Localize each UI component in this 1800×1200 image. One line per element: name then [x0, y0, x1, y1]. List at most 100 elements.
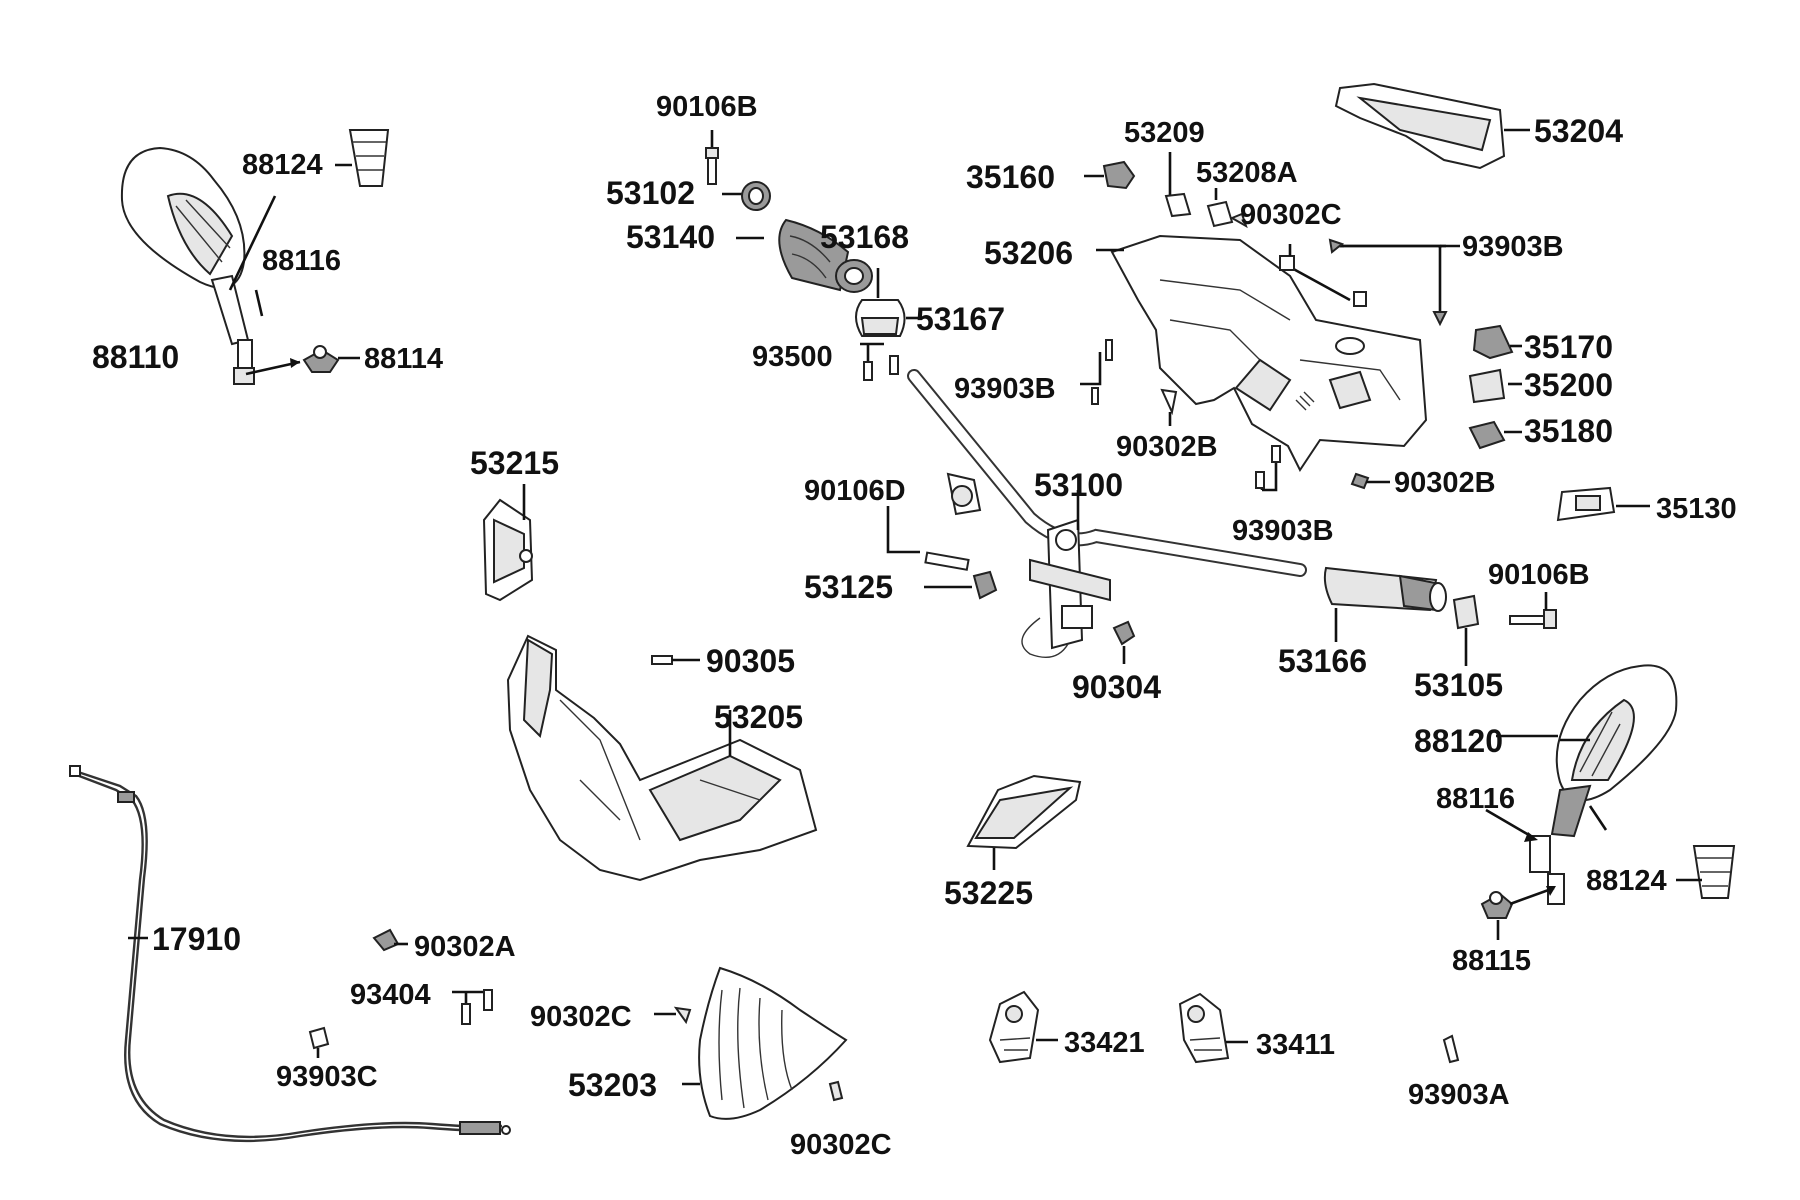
part-53203-windscreen	[682, 966, 848, 1120]
label-93903B-top: 93903B	[1462, 231, 1564, 263]
part-93903C-screw	[308, 1026, 330, 1058]
part-53225-panel	[966, 774, 1082, 870]
label-90302B-mid: 90302B	[1116, 431, 1218, 463]
label-53204: 53204	[1534, 113, 1623, 149]
label-90106B-right: 90106B	[1488, 559, 1590, 591]
label-88116-left: 88116	[262, 245, 341, 277]
part-88124-top-left	[335, 129, 390, 187]
label-90304: 90304	[1072, 669, 1161, 705]
label-90305: 90305	[706, 643, 795, 679]
label-53105: 53105	[1414, 667, 1503, 703]
part-35160-switch	[1084, 160, 1136, 190]
part-93903B-screws-left	[1080, 339, 1113, 405]
part-35170-switch	[1472, 324, 1522, 360]
label-53166: 53166	[1278, 643, 1367, 679]
part-90305-screw	[651, 655, 700, 665]
part-93500-screws	[860, 342, 899, 381]
label-35200: 35200	[1524, 367, 1613, 403]
label-53203: 53203	[568, 1067, 657, 1103]
part-53206-handlebar-cover	[1110, 234, 1428, 472]
label-35160: 35160	[966, 159, 1055, 195]
label-88120: 88120	[1414, 723, 1503, 759]
label-53209: 53209	[1124, 117, 1205, 149]
label-53102: 53102	[606, 175, 695, 211]
part-90106D-bolt	[886, 506, 970, 571]
part-90106B-bolt-top	[705, 130, 719, 185]
label-93404: 93404	[350, 979, 431, 1011]
label-88115: 88115	[1452, 945, 1531, 977]
part-33411-bracket	[1178, 992, 1248, 1064]
part-88115-nut	[1480, 886, 1556, 940]
part-93903A-screw	[1442, 1034, 1460, 1064]
part-90302B-screw-mid	[1160, 388, 1178, 426]
part-53205-front-fairing	[506, 634, 818, 882]
part-35180-switch	[1468, 420, 1522, 450]
part-93903B-screws-top	[1279, 238, 1460, 327]
part-53102-end-weight	[722, 181, 771, 211]
label-53225: 53225	[944, 875, 1033, 911]
part-53215-panel	[482, 484, 534, 602]
right-mirror-glass	[1570, 698, 1635, 781]
label-53206: 53206	[984, 235, 1073, 271]
label-53208A: 53208A	[1196, 157, 1298, 189]
label-88124-right: 88124	[1586, 865, 1667, 897]
label-35130: 35130	[1656, 493, 1737, 525]
part-17910-cable	[69, 765, 511, 1143]
part-90106B-bolt-right	[1509, 592, 1557, 629]
label-90302A: 90302A	[414, 931, 516, 963]
label-53140: 53140	[626, 219, 715, 255]
left-mirror-stem	[210, 274, 250, 346]
label-93903C: 93903C	[276, 1061, 378, 1093]
part-93404-screws	[452, 989, 493, 1025]
label-88124-top-left: 88124	[242, 149, 323, 181]
label-88114: 88114	[364, 343, 443, 375]
label-35180: 35180	[1524, 413, 1613, 449]
part-93903B-screws-lower	[1255, 445, 1281, 492]
part-53208A-clip	[1206, 188, 1234, 228]
part-90304-nut	[1112, 620, 1136, 664]
label-53100: 53100	[1034, 467, 1123, 503]
handlebar-53100	[907, 369, 1307, 658]
brake-clamp-left	[946, 472, 982, 516]
left-mirror-assembly	[120, 146, 301, 385]
label-35170: 35170	[1524, 329, 1613, 365]
label-90302B-right: 90302B	[1394, 467, 1496, 499]
label-90302C-low: 90302C	[790, 1129, 892, 1161]
label-33411: 33411	[1256, 1029, 1335, 1061]
part-53167-throttle-housing	[855, 268, 920, 337]
label-53125: 53125	[804, 569, 893, 605]
label-88116-right: 88116	[1436, 783, 1515, 815]
label-53168: 53168	[820, 219, 909, 255]
label-90302C-mid: 90302C	[530, 1001, 632, 1033]
label-53167: 53167	[916, 301, 1005, 337]
part-53204-front-panel	[1334, 82, 1530, 170]
label-93903B-left: 93903B	[954, 373, 1056, 405]
part-33421-bracket	[988, 990, 1058, 1064]
part-35130-switch-panel	[1556, 486, 1650, 522]
label-90106B-top: 90106B	[656, 91, 758, 123]
part-90302A-screw	[372, 928, 408, 952]
label-88110: 88110	[92, 339, 179, 375]
label-53215: 53215	[470, 445, 559, 481]
part-53125-nut	[924, 570, 998, 600]
label-93500: 93500	[752, 341, 833, 373]
part-53140-throttle-grip	[736, 218, 873, 293]
right-mirror-assembly	[1529, 664, 1678, 905]
label-90302C-top: 90302C	[1240, 199, 1342, 231]
part-53166-right-grip	[1323, 566, 1447, 642]
part-90302B-screw-right	[1350, 472, 1390, 490]
part-90302C-screw-mid	[654, 1006, 692, 1025]
part-35200-switch	[1468, 368, 1522, 404]
part-90302C-screw-low	[828, 1080, 844, 1102]
label-17910: 17910	[152, 921, 241, 957]
label-53205: 53205	[714, 699, 803, 735]
label-93903A: 93903A	[1408, 1079, 1510, 1111]
part-53105-end-weight	[1452, 594, 1480, 666]
part-53209-bracket	[1164, 152, 1192, 218]
part-88116-right-pointer	[1485, 808, 1538, 842]
label-33421: 33421	[1064, 1027, 1145, 1059]
part-88114-nut	[302, 345, 360, 373]
label-93903B-lower: 93903B	[1232, 515, 1334, 547]
label-90106D: 90106D	[804, 475, 906, 507]
